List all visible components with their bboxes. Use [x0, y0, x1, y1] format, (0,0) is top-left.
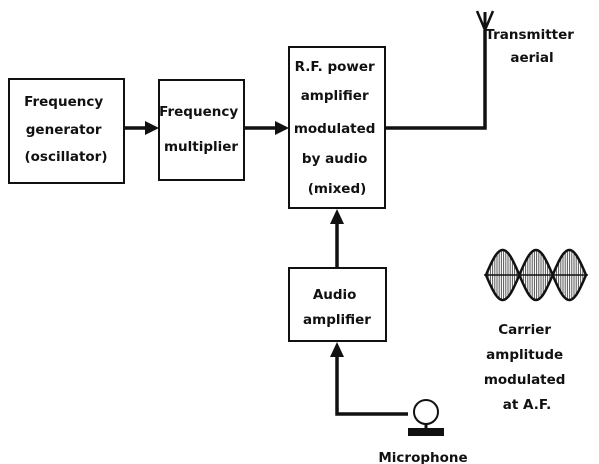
svg-text:Carrier amplitude modu: Carrier amplitude modulated at A.F. — [484, 322, 570, 413]
svg-text:R.F. power amplifier: R.F. power amplifier modulated by audio … — [294, 59, 380, 197]
audio-amplifier-line-2: amplifier — [303, 312, 371, 328]
frequency-multiplier-line-1: Frequency — [159, 104, 238, 120]
arrow-oscillator-to-multiplier — [124, 121, 159, 135]
rf-amplifier-line-3: modulated — [294, 121, 376, 137]
microphone-label: Microphone — [378, 450, 467, 464]
audio-amplifier-line-1: Audio — [313, 287, 357, 303]
rf-amplifier-line-2: amplifier — [301, 88, 369, 104]
carrier-label-line-3: modulated — [484, 372, 566, 388]
block-audio-amplifier: Audio amplifier — [288, 267, 387, 342]
carrier-label-line-2: amplitude — [486, 347, 563, 363]
frequency-generator-line-2: generator — [26, 122, 102, 138]
aerial-label-line-1: Transmitter — [485, 27, 574, 43]
aerial-icon — [475, 10, 495, 31]
arrow-multiplier-to-rf-amplifier — [244, 121, 289, 135]
svg-text:Frequency generator: Frequency generator (oscillator) — [24, 94, 108, 165]
arrow-audio-to-rf-amplifier — [330, 209, 344, 268]
arrow-microphone-to-audio-amplifier — [330, 342, 408, 416]
svg-text:Frequency multiplier: Frequency multiplier — [159, 104, 243, 155]
modulated-carrier-waveform-icon — [484, 248, 588, 302]
block-frequency-generator: Frequency generator (oscillator) — [8, 78, 125, 184]
frequency-multiplier-line-2: multiplier — [164, 139, 238, 155]
carrier-label-line-1: Carrier — [498, 322, 551, 338]
frequency-generator-line-1: Frequency — [24, 94, 103, 110]
svg-text:Audio amplifier: Audio amplifier — [303, 287, 371, 328]
rf-amplifier-line-1: R.F. power — [295, 59, 375, 75]
block-frequency-multiplier: Frequency multiplier — [158, 79, 245, 181]
rf-amplifier-line-5: (mixed) — [308, 181, 367, 197]
block-rf-power-amplifier: R.F. power amplifier modulated by audio … — [288, 46, 386, 209]
microphone-icon — [408, 399, 444, 436]
carrier-label-line-4: at A.F. — [503, 397, 551, 413]
svg-text:Transmitter aerial: Transmitter aerial — [485, 27, 578, 66]
rf-amplifier-line-4: by audio — [302, 151, 367, 167]
line-rf-amplifier-to-aerial — [385, 30, 487, 130]
aerial-label-line-2: aerial — [510, 50, 553, 66]
frequency-generator-line-3: (oscillator) — [24, 149, 107, 165]
